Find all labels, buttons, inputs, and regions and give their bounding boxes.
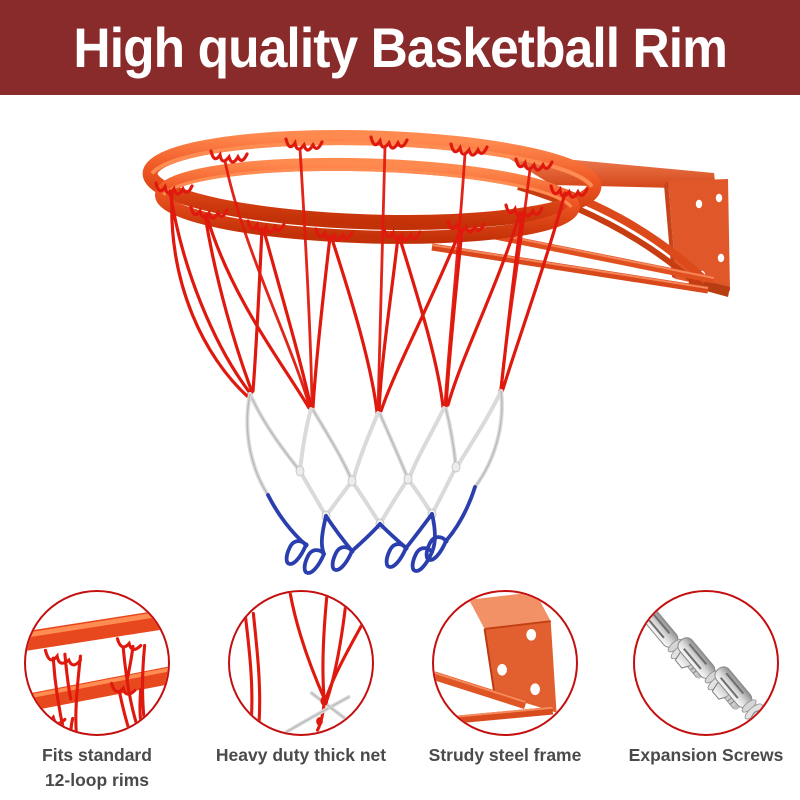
banner-title: High quality Basketball Rim <box>73 16 728 79</box>
callout-thick-net: Heavy duty thick net <box>206 590 396 768</box>
callout-label-line: Strudy steel frame <box>428 745 582 765</box>
net-red-section <box>154 135 589 416</box>
callout-steel-frame: Strudy steel frame <box>410 590 600 768</box>
expansion-screws-closeup-circle <box>633 590 779 736</box>
expansion-screws-closeup-icon <box>635 592 777 734</box>
callout-label: Fits standard 12-loop rims <box>42 743 152 793</box>
callout-label: Strudy steel frame <box>429 743 582 768</box>
callout-fits-standard: Fits standard 12-loop rims <box>2 590 192 793</box>
rim-loops-closeup-circle <box>24 590 170 736</box>
net-white-section <box>245 389 504 530</box>
steel-frame-closeup-icon <box>434 592 557 725</box>
basketball-rim-illustration <box>142 130 730 575</box>
callout-label: Expansion Screws <box>629 743 784 768</box>
rim-ring <box>142 130 602 244</box>
rim-loops-closeup-icon <box>26 608 168 734</box>
net-cords-closeup-icon <box>244 592 370 734</box>
steel-frame-closeup-circle <box>432 590 578 736</box>
callout-label-line: Fits standard <box>42 745 152 765</box>
title-banner: High quality Basketball Rim <box>0 0 800 95</box>
callout-label: Heavy duty thick net <box>216 743 386 768</box>
net-cords <box>244 592 370 734</box>
bracket-corner <box>434 592 557 725</box>
callout-label-line: Heavy duty thick net <box>215 745 387 765</box>
callout-label-line: Expansion Screws <box>628 745 784 765</box>
net <box>154 135 589 575</box>
callout-expansion-screws: Expansion Screws <box>611 590 800 768</box>
screws <box>635 592 777 734</box>
net-cords-closeup-circle <box>228 590 374 736</box>
net-blue-section <box>266 485 477 575</box>
callout-label-line: 12-loop rims <box>44 770 150 790</box>
rim-bars <box>26 608 168 712</box>
product-photo <box>0 95 800 580</box>
